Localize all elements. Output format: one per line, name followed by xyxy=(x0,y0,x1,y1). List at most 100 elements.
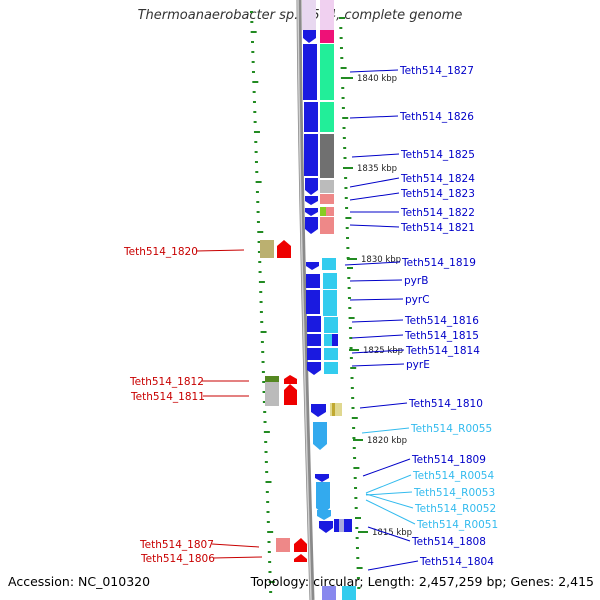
gene-block-1820a xyxy=(260,240,274,258)
gene-label[interactable]: Teth514_1808 xyxy=(411,536,486,548)
left-ruler-ticks xyxy=(250,11,275,593)
reverse-strand xyxy=(260,240,307,562)
label-connector-line xyxy=(349,224,400,228)
cog-block-1808b xyxy=(339,519,344,532)
gene-label[interactable]: Teth514_1809 xyxy=(411,454,486,466)
gene-label[interactable]: Teth514_1804 xyxy=(419,556,494,568)
gene-label[interactable]: Teth514_R0054 xyxy=(412,470,494,482)
cog-block-1819 xyxy=(322,258,336,270)
gene-label[interactable]: pyrB xyxy=(404,275,428,287)
gene-block-pyrC xyxy=(306,290,320,314)
label-connector-line xyxy=(351,319,404,323)
gene-label[interactable]: Teth514_1821 xyxy=(400,222,475,234)
cog-block-1822a xyxy=(320,207,326,216)
gene-label[interactable]: Teth514_R0052 xyxy=(414,503,496,515)
forward-strand-inner xyxy=(302,0,336,600)
label-connector-line xyxy=(349,115,399,119)
gene-label[interactable]: Teth514_1812 xyxy=(129,376,204,388)
scale-label: 1835 kbp xyxy=(357,164,397,174)
gene-label[interactable]: Teth514_1820 xyxy=(123,246,198,258)
rna-arrow-R0052 xyxy=(317,510,331,520)
gene-labels[interactable]: Teth514_1827Teth514_1826Teth514_1825Teth… xyxy=(123,65,498,568)
gene-block-1826 xyxy=(304,102,318,132)
gene-arrow-1809 xyxy=(315,474,329,482)
gene-arrow-1824 xyxy=(305,178,318,195)
gene-block-1807a xyxy=(276,538,290,552)
genome-backbone-highlight xyxy=(297,0,312,600)
label-connector-line xyxy=(351,349,405,354)
label-connector-line xyxy=(359,402,408,409)
right-ruler-ticks xyxy=(339,17,363,589)
gene-block-1827 xyxy=(303,44,317,100)
gene-label[interactable]: Teth514_R0053 xyxy=(413,487,495,499)
gene-label[interactable]: Teth514_1823 xyxy=(400,188,475,200)
cog-block-1828a xyxy=(320,0,334,30)
gene-label[interactable]: Teth514_1827 xyxy=(399,65,474,77)
gene-label[interactable]: Teth514_R0055 xyxy=(410,423,492,435)
gene-block-1804 xyxy=(322,586,336,600)
gene-block-1814 xyxy=(307,348,321,360)
label-connector-line xyxy=(361,427,410,434)
cog-block-1825 xyxy=(320,134,334,178)
label-connector-line xyxy=(349,298,404,301)
gene-label[interactable]: Teth514_1826 xyxy=(399,111,474,123)
scale-label: 1840 kbp xyxy=(357,74,397,84)
gene-arrow-1812 xyxy=(284,375,297,384)
cog-block-1823 xyxy=(320,194,334,204)
gene-arrow-1821 xyxy=(305,217,318,234)
gene-label[interactable]: Teth514_R0051 xyxy=(416,519,498,531)
cog-block-pyrB xyxy=(323,273,337,289)
cog-block-1804 xyxy=(342,586,356,600)
gene-label[interactable]: Teth514_1814 xyxy=(405,345,480,357)
cog-column xyxy=(320,0,356,600)
gene-arrow-1828 xyxy=(303,30,316,43)
gene-label[interactable]: Teth514_1810 xyxy=(408,398,483,410)
label-connector-line xyxy=(349,69,399,73)
gene-arrow-1822 xyxy=(305,208,318,216)
cog-block-1827 xyxy=(320,44,334,100)
label-connector-line xyxy=(351,363,405,367)
cog-block-1810b xyxy=(332,403,335,416)
gene-label[interactable]: Teth514_1807 xyxy=(139,539,214,551)
gene-label[interactable]: Teth514_1806 xyxy=(140,553,215,565)
gene-block-1812b xyxy=(265,376,279,382)
label-connector-line xyxy=(344,261,401,266)
gene-label[interactable]: Teth514_1816 xyxy=(404,315,479,327)
gene-label[interactable]: Teth514_1815 xyxy=(404,330,479,342)
label-connector-line xyxy=(367,526,411,542)
label-connector-line xyxy=(195,249,245,252)
scale-label: 1820 kbp xyxy=(367,436,407,446)
gene-arrow-1819 xyxy=(306,262,319,270)
label-connector-line xyxy=(349,192,400,201)
label-connector-line xyxy=(365,474,412,494)
label-connector-line xyxy=(365,499,416,525)
gene-arrow-1811 xyxy=(284,384,297,405)
cog-block-1826 xyxy=(320,102,334,132)
accession-label: Accession: NC_010320 xyxy=(8,574,151,589)
label-connector-line xyxy=(349,177,400,188)
cog-block-1815b xyxy=(332,334,338,346)
gene-block-1812a xyxy=(265,376,279,406)
cog-block-1816 xyxy=(324,317,338,333)
genome-backbone xyxy=(296,0,315,600)
gene-block-1825 xyxy=(304,134,318,176)
gene-arrow-1810 xyxy=(311,404,326,417)
gene-block-1816 xyxy=(307,316,321,332)
gene-block-1815 xyxy=(307,334,321,346)
rna-arrow-R0054 xyxy=(316,482,330,514)
gene-label[interactable]: Teth514_1824 xyxy=(400,173,475,185)
gene-label[interactable]: pyrC xyxy=(405,294,430,306)
gene-label[interactable]: Teth514_1811 xyxy=(130,391,205,403)
gene-block-pyrB xyxy=(306,274,320,288)
cog-block-1824 xyxy=(320,180,334,193)
gene-label[interactable]: Teth514_1825 xyxy=(400,149,475,161)
scale-label: 1830 kbp xyxy=(361,255,401,265)
gene-label[interactable]: Teth514_1819 xyxy=(401,257,476,269)
cog-block-1810a xyxy=(330,403,342,416)
gene-label[interactable]: pyrE xyxy=(406,359,430,371)
gene-label[interactable]: Teth514_1822 xyxy=(400,207,475,219)
gene-arrow-1806 xyxy=(294,554,307,562)
scale-label: 1815 kbp xyxy=(372,528,412,538)
